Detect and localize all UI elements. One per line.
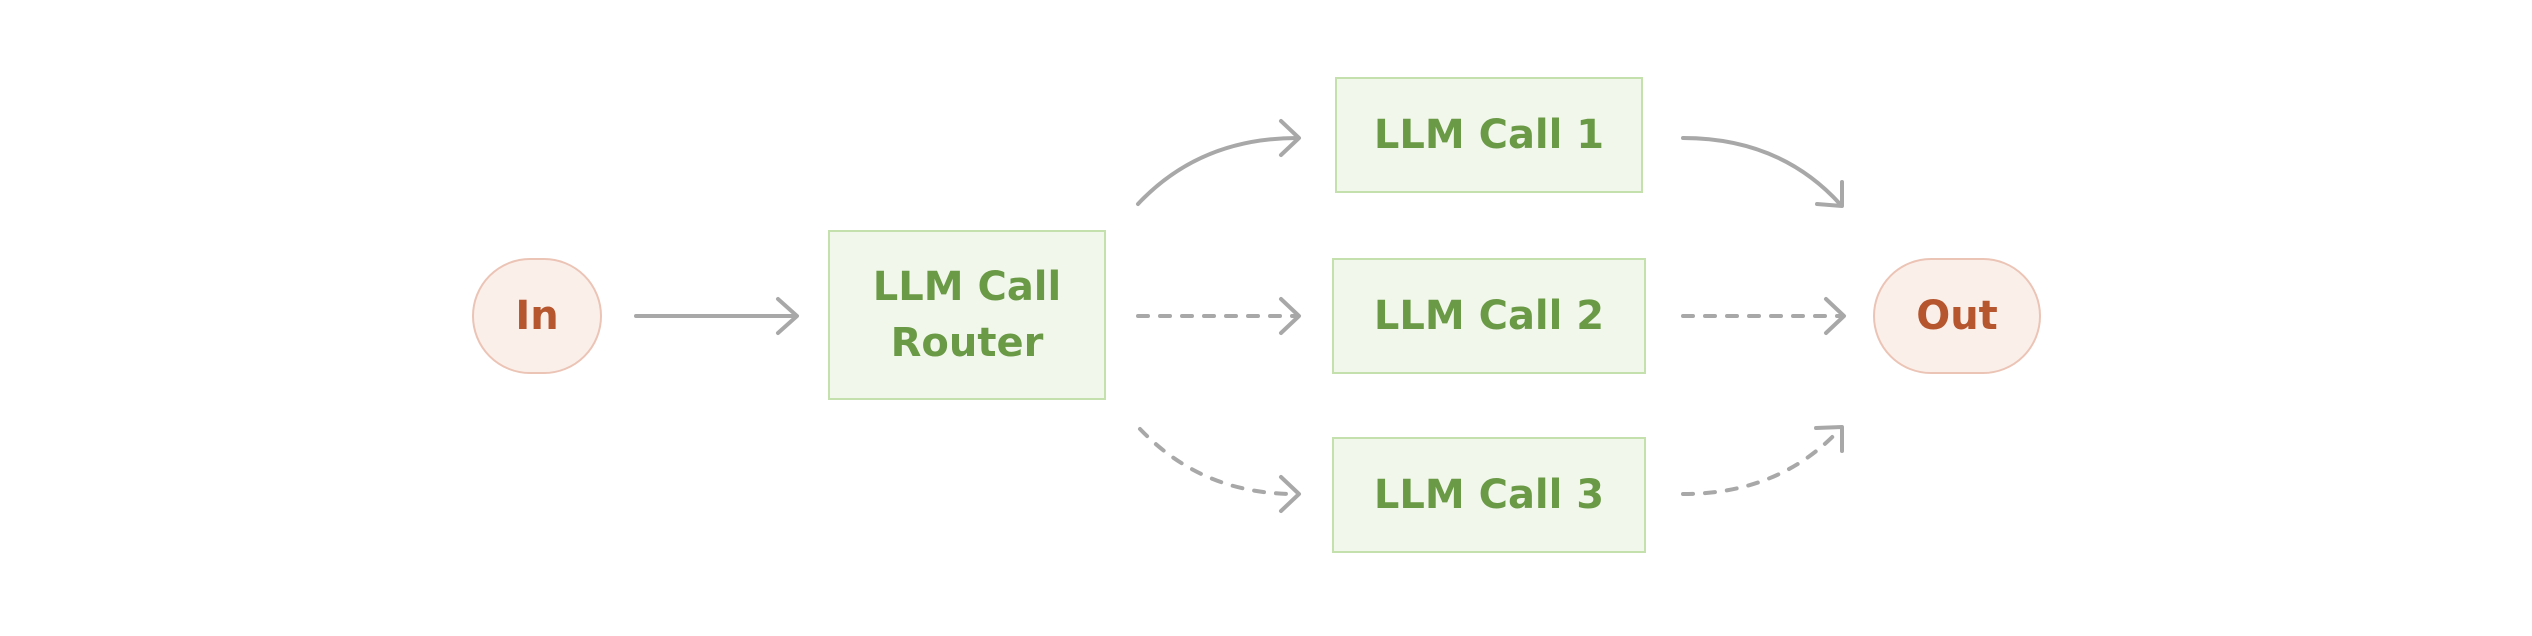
output-node-label: Out [1916,293,1998,339]
edge-router-to-call2 [1136,297,1301,335]
router-label-line1: LLM Call [872,264,1062,310]
router-node: LLM Call Router [828,230,1106,400]
llm-call-3-label: LLM Call 3 [1373,472,1605,518]
llm-call-1-label: LLM Call 1 [1373,112,1605,158]
llm-call-1-node: LLM Call 1 [1335,77,1643,193]
edge-router-to-call3 [1138,427,1301,513]
router-label-line2: Router [890,320,1044,366]
edge-call1-to-out [1681,136,1844,208]
edge-in-to-router [634,297,799,335]
llm-call-2-node: LLM Call 2 [1332,258,1646,374]
output-node: Out [1873,258,2041,374]
edge-call2-to-out [1681,297,1846,335]
edge-call3-to-out [1681,425,1844,496]
edge-router-to-call1 [1136,119,1301,206]
llm-call-3-node: LLM Call 3 [1332,437,1646,553]
router-node-label: LLM Call Router [873,259,1061,371]
llm-call-2-label: LLM Call 2 [1373,293,1605,339]
input-node: In [472,258,602,374]
input-node-label: In [515,293,559,339]
